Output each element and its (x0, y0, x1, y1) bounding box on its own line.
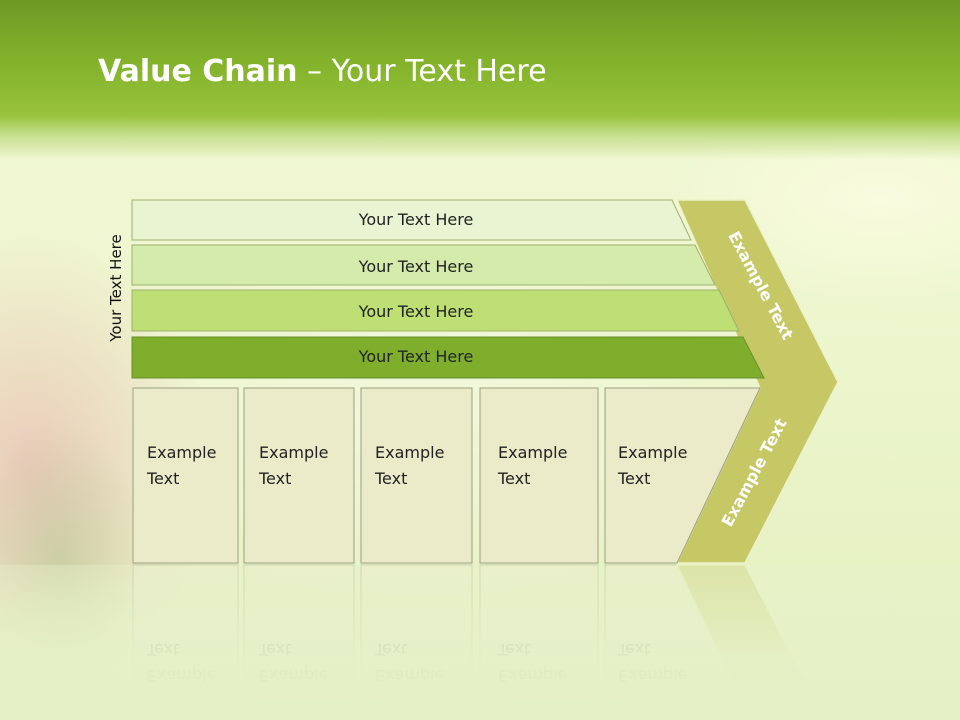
band-3-label: Your Text Here (358, 302, 474, 321)
band-2-label: Your Text Here (358, 257, 474, 276)
box-5-line2: Text (617, 469, 650, 488)
activity-box-1 (132, 387, 239, 564)
box-1-line2: Text (146, 469, 179, 488)
box-4-line1: Example (498, 443, 567, 462)
title-rest: – Your Text Here (297, 54, 547, 89)
box-2-line2: Text (258, 469, 291, 488)
band-4-label: Your Text Here (358, 347, 474, 366)
header-bar (0, 0, 960, 160)
band-3 (131, 289, 740, 332)
band-1 (131, 199, 692, 241)
activity-box-4 (479, 387, 599, 564)
activity-box-5 (604, 387, 761, 564)
band-4 (131, 336, 765, 379)
box-1-line1: Example (147, 443, 216, 462)
slide-title: Value Chain – Your Text Here (98, 54, 547, 89)
box-2-line1: Example (259, 443, 328, 462)
box-3-line2: Text (374, 469, 407, 488)
activity-box-3 (360, 387, 473, 564)
reflection-fade (0, 565, 960, 720)
title-bold: Value Chain (98, 54, 298, 89)
box-5-line1: Example (618, 443, 687, 462)
box-3-line1: Example (375, 443, 444, 462)
activity-box-2 (243, 387, 355, 564)
band-1-label: Your Text Here (358, 210, 474, 229)
band-2 (131, 244, 716, 286)
box-4-line2: Text (497, 469, 530, 488)
